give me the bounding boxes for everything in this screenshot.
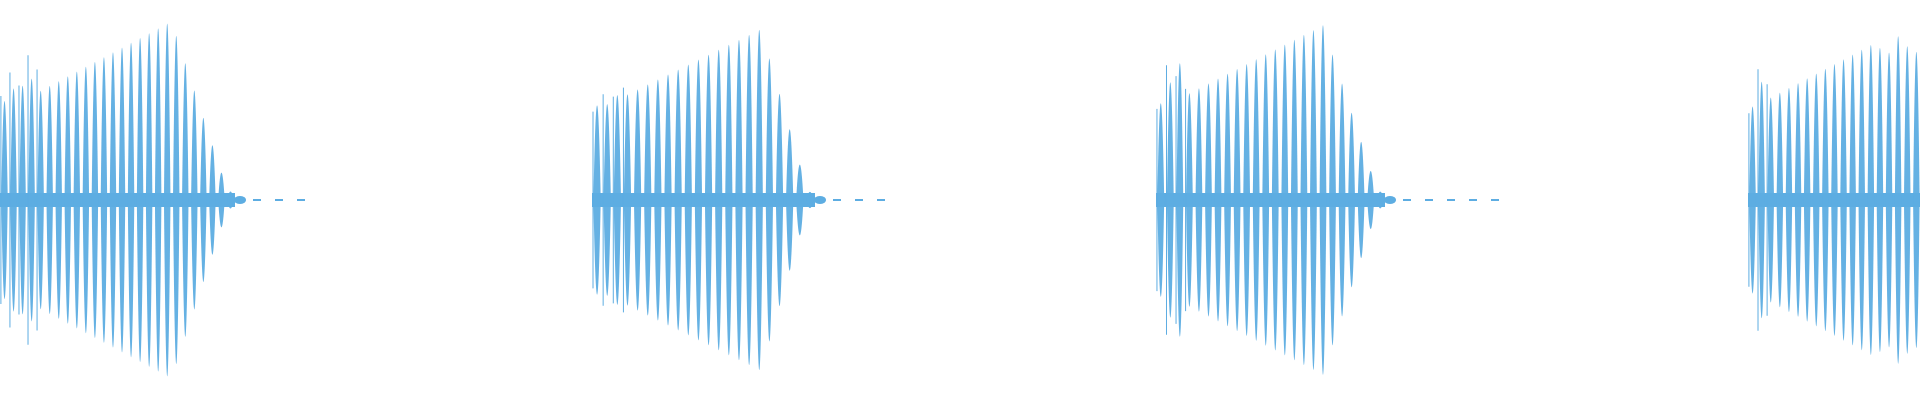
waveform-tail <box>814 196 826 204</box>
waveform-cycle <box>28 79 35 322</box>
waveform-cycle <box>786 129 793 270</box>
waveform-cycle <box>19 86 26 315</box>
waveform-cycle <box>624 94 631 305</box>
waveform-cycle <box>644 84 651 315</box>
waveform-cycle <box>1849 55 1856 346</box>
waveform-cycle <box>1157 103 1164 297</box>
waveform-cycle <box>1813 74 1820 327</box>
waveform-cycle <box>173 36 180 364</box>
waveform-tail <box>234 196 246 204</box>
waveform-cycle <box>1758 82 1765 319</box>
waveform-cycle <box>1822 69 1829 331</box>
waveform-cycle <box>10 88 17 311</box>
waveform-burst-2 <box>592 30 885 370</box>
waveform-cycle <box>1904 46 1911 353</box>
waveform-cycle <box>218 173 225 228</box>
waveform-cycle <box>1196 88 1203 311</box>
waveform-cycle <box>137 38 144 362</box>
waveform-cycle <box>1913 52 1920 348</box>
waveform-cycle <box>92 62 99 338</box>
waveform-cycle <box>1777 93 1784 307</box>
waveform-cycle <box>191 91 198 310</box>
waveform-cycle <box>766 59 773 342</box>
waveform-cycle <box>1749 107 1756 294</box>
waveform-cycle <box>1795 83 1802 317</box>
waveform-cycle <box>1300 35 1307 365</box>
waveform-cycle <box>1186 93 1193 307</box>
waveform-cycle <box>1167 82 1174 317</box>
waveform-cycle <box>614 95 621 305</box>
waveform-cycle <box>735 40 742 360</box>
waveform-cycle <box>634 89 641 310</box>
waveform-cycle <box>1215 79 1222 322</box>
waveform-cycle <box>1895 36 1902 363</box>
waveform-cycle <box>1868 45 1875 355</box>
waveform-cycle <box>1804 78 1811 321</box>
waveform-cycle <box>776 94 783 306</box>
waveform-cycle <box>1367 171 1374 229</box>
waveform-cycle <box>664 75 671 326</box>
waveform-cycle <box>1310 30 1317 370</box>
waveform-cycle <box>1 101 8 299</box>
waveform-burst-4 <box>1748 36 1920 363</box>
waveform-cycle <box>37 91 44 309</box>
waveform-cycle <box>745 35 752 365</box>
waveform-cycle <box>1176 63 1183 336</box>
waveform-cycle <box>119 48 126 353</box>
waveform-cycle <box>1840 59 1847 340</box>
waveform-cycle <box>756 30 763 370</box>
waveform-burst-3 <box>1156 25 1499 375</box>
waveform-tail <box>1384 196 1396 204</box>
waveform-cycle <box>128 43 135 357</box>
waveform-cycle <box>1786 88 1793 312</box>
waveform-cycle <box>1831 64 1838 336</box>
waveform-cycle <box>1329 55 1336 346</box>
waveform-cycle <box>55 81 62 319</box>
waveform-cycle <box>796 165 803 236</box>
waveform-cycle <box>685 65 692 336</box>
waveform-cycle <box>1767 98 1774 303</box>
waveform-cycle <box>1348 113 1355 287</box>
waveform-cycle <box>1224 74 1231 326</box>
waveform-cycle <box>1358 142 1365 258</box>
waveform-cycle <box>155 28 162 371</box>
waveform-cycle <box>200 118 207 282</box>
waveform-cycle <box>74 72 81 329</box>
waveform-cycle <box>1886 53 1893 348</box>
waveform-cycle <box>1339 84 1346 317</box>
waveform-cycle <box>1291 40 1298 360</box>
waveform-cycle <box>83 67 90 333</box>
waveform-cycle <box>209 145 216 254</box>
waveform-cycle <box>65 76 72 323</box>
waveform-cycle <box>654 80 661 321</box>
waveform-cycle <box>110 52 117 347</box>
waveform-cycle <box>593 105 600 294</box>
waveform-cycle <box>164 24 171 377</box>
waveform-cycle <box>1205 84 1212 317</box>
waveform-cycle <box>604 104 611 296</box>
waveform-cycle <box>675 70 682 331</box>
waveform-cycle <box>46 86 53 314</box>
waveform-burst-1 <box>0 24 305 377</box>
waveform-cycle <box>1243 64 1250 336</box>
waveform-cycle <box>1320 25 1327 375</box>
waveform-cycle <box>1234 69 1241 331</box>
